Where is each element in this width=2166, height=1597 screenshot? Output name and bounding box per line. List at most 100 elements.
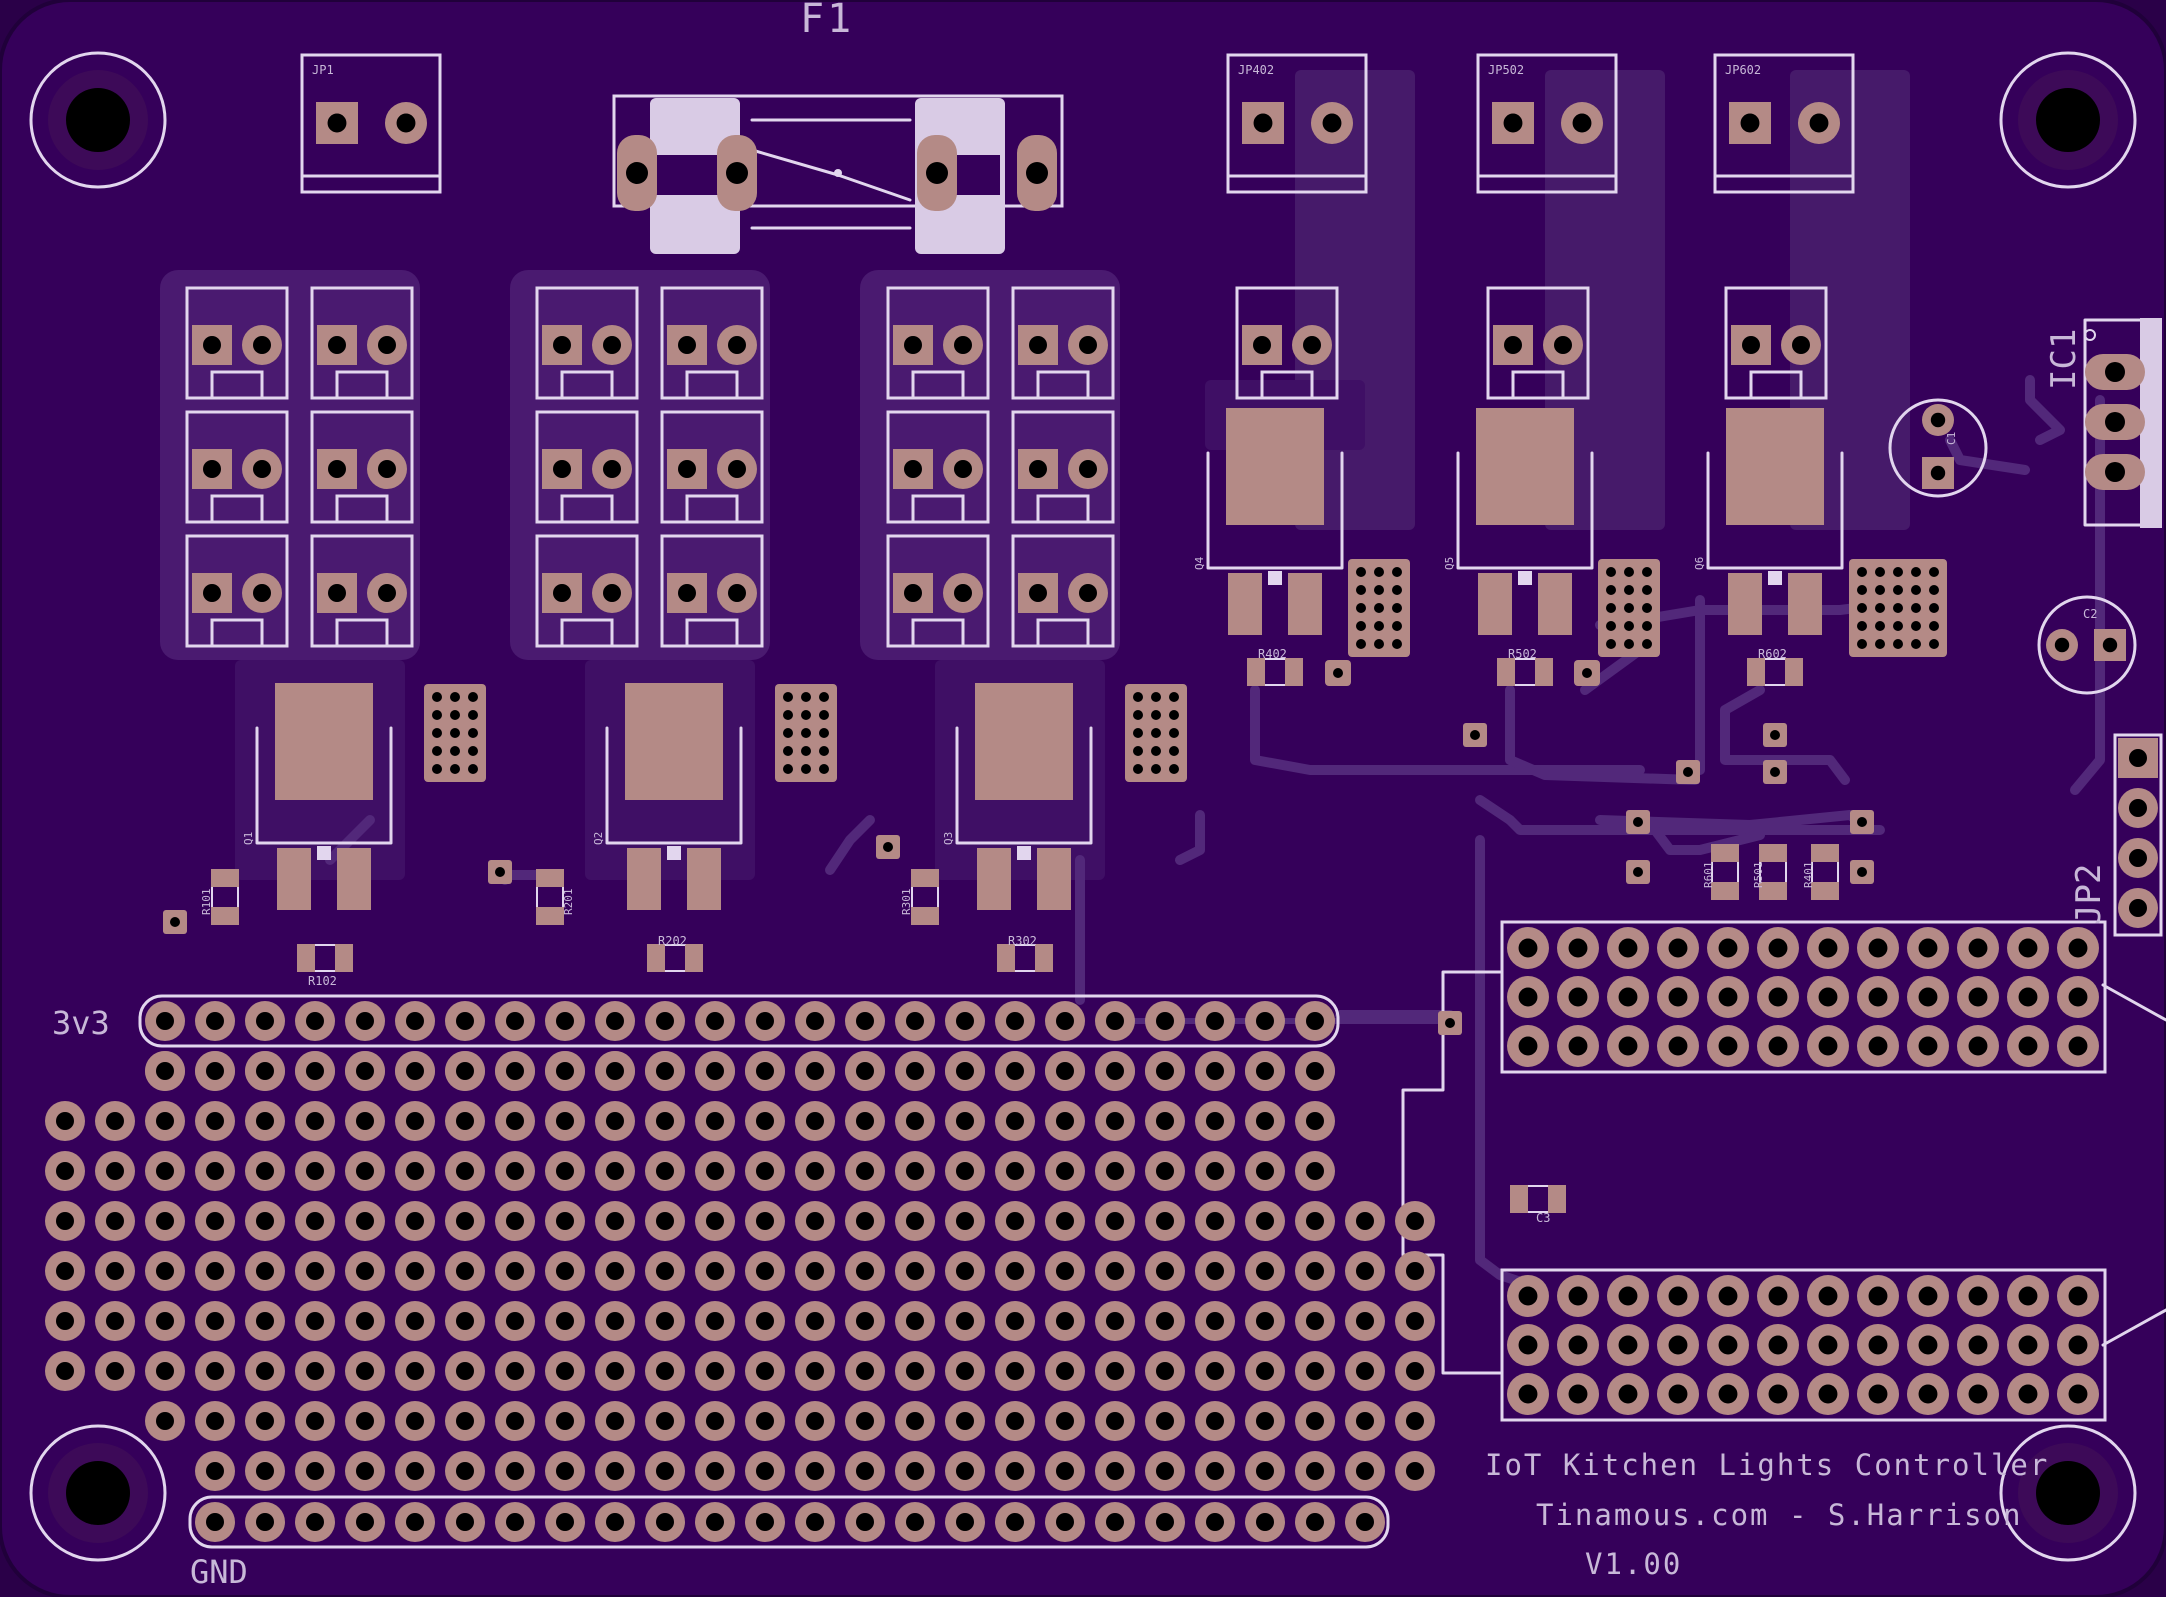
proto-pad-drill (106, 1212, 124, 1230)
proto-pad-drill (1256, 1462, 1274, 1480)
resistor-r201-pad-1 (536, 869, 564, 887)
proto-pad-drill (506, 1112, 524, 1130)
lamp-connector-1-5-pin-2-drill (253, 584, 271, 602)
via-array-q6-via (1911, 585, 1921, 595)
q5-label: Q5 (1443, 557, 1456, 570)
rail-gnd-pad-drill (606, 1513, 624, 1531)
resistor-r302-pad-1 (997, 944, 1015, 972)
header-top-pin-drill (1568, 1036, 1588, 1056)
c3-label: C3 (1536, 1211, 1550, 1225)
proto-pad-drill (1306, 1062, 1324, 1080)
rail-3v3-pad-drill (1256, 1012, 1274, 1030)
r302-label: R302 (1008, 934, 1037, 948)
header-top-pin-drill (2018, 1036, 2038, 1056)
proto-pad-drill (1256, 1412, 1274, 1430)
rail-gnd-pad-drill (1306, 1513, 1324, 1531)
trace-7 (2070, 395, 2105, 795)
via-array-q2-via (801, 746, 811, 756)
proto-pad-drill (1006, 1412, 1024, 1430)
proto-pad-drill (1006, 1112, 1024, 1130)
proto-pad-drill (1056, 1462, 1074, 1480)
proto-pad-drill (456, 1262, 474, 1280)
mosfet-q2-pin-1 (627, 848, 661, 910)
mount-hole-bottom-right-ring (1999, 1424, 2137, 1562)
rail-3v3-label: 3v3 (52, 1004, 110, 1042)
proto-pad-drill (1406, 1362, 1424, 1380)
proto-pad-drill (56, 1262, 74, 1280)
board-credit: Tinamous.com - S.Harrison (1536, 1498, 2023, 1532)
proto-pad-drill (1056, 1162, 1074, 1180)
header-top-pin-drill (1818, 938, 1838, 958)
via-array-q2-via (819, 728, 829, 738)
proto-pad-drill (556, 1262, 574, 1280)
via-array-q5-via (1642, 585, 1652, 595)
via-q5-extra-via (1582, 668, 1592, 678)
via-array-q1-via (432, 710, 442, 720)
proto-pad-drill (256, 1362, 274, 1380)
proto-pad-drill (856, 1262, 874, 1280)
lamp-connector-1-5-key (210, 618, 264, 648)
proto-pad-drill (456, 1462, 474, 1480)
via-array-q6-via (1929, 621, 1939, 631)
header-bottom-pin-drill (1968, 1335, 1988, 1355)
lamp-connector-1-4-key (335, 494, 389, 524)
proto-pad-drill (706, 1162, 724, 1180)
jp1-pin-2-drill (396, 113, 416, 133)
lamp-connector-3-6-pin-2-drill (1079, 584, 1097, 602)
proto-pad-drill (1356, 1212, 1374, 1230)
lamp-connector-6-pin-1-drill (1742, 336, 1760, 354)
via-array-q4-via (1374, 603, 1384, 613)
header-bottom-pin-drill (1918, 1384, 1938, 1404)
proto-pad-drill (1256, 1212, 1274, 1230)
via-array-q6-via (1875, 621, 1885, 631)
proto-pad-drill (506, 1362, 524, 1380)
mosfet-q6-pin-3 (1788, 573, 1822, 635)
fuse-outline (612, 94, 1064, 208)
board-version: V1.00 (1585, 1547, 1682, 1581)
proto-pad-drill (1306, 1412, 1324, 1430)
proto-pad-drill (606, 1162, 624, 1180)
proto-pad-drill (1106, 1462, 1124, 1480)
proto-pad-drill (756, 1262, 774, 1280)
proto-pad-drill (1306, 1212, 1324, 1230)
proto-pad-drill (756, 1462, 774, 1480)
via-array-q3-via (1169, 764, 1179, 774)
lamp-connector-1-4-pin-2-drill (378, 460, 396, 478)
proto-pad-drill (1406, 1462, 1424, 1480)
lamp-connector-3-1-pin-2-drill (954, 336, 972, 354)
via-array-q6-via (1857, 567, 1867, 577)
capacitor-c2-pin-1-drill (2054, 637, 2070, 653)
jp1-pin-1-drill (327, 113, 347, 133)
proto-pad-drill (1206, 1112, 1224, 1130)
proto-pad-drill (656, 1412, 674, 1430)
header-bottom-pin-drill (1768, 1286, 1788, 1306)
lamp-connector-1-4-pin-1-drill (328, 460, 346, 478)
r401-label: R401 (1802, 862, 1815, 889)
jp602-pin-2-drill (1809, 113, 1829, 133)
lamp-connector-3-4-pin-2-drill (1079, 460, 1097, 478)
proto-pad-drill (1206, 1312, 1224, 1330)
via-array-q5-via (1624, 639, 1634, 649)
proto-pad-drill (406, 1362, 424, 1380)
rail-gnd-pad-drill (906, 1513, 924, 1531)
q3-label: Q3 (942, 832, 955, 845)
proto-pad-drill (1306, 1362, 1324, 1380)
rail-gnd-pad-drill (806, 1513, 824, 1531)
proto-pad-drill (1206, 1462, 1224, 1480)
lamp-connector-1-1-pin-1-drill (203, 336, 221, 354)
mosfet-q5-tab (1476, 408, 1574, 525)
capacitor-c3-pad-2 (1548, 1185, 1566, 1213)
proto-pad-drill (756, 1412, 774, 1430)
header-bottom-pin-drill (1868, 1286, 1888, 1306)
jp1-label: JP1 (312, 63, 334, 77)
mount-hole-top-left-drill (66, 88, 130, 152)
resistor-r601-pad-2 (1711, 882, 1739, 900)
mosfet-q1-gate-mark (317, 846, 331, 860)
lamp-connector-2-6-pin-1-drill (678, 584, 696, 602)
proto-pad-drill (206, 1162, 224, 1180)
proto-pad-drill (556, 1212, 574, 1230)
proto-pad-drill (606, 1262, 624, 1280)
proto-pad-drill (306, 1212, 324, 1230)
proto-pad-drill (306, 1062, 324, 1080)
proto-pad-drill (356, 1112, 374, 1130)
